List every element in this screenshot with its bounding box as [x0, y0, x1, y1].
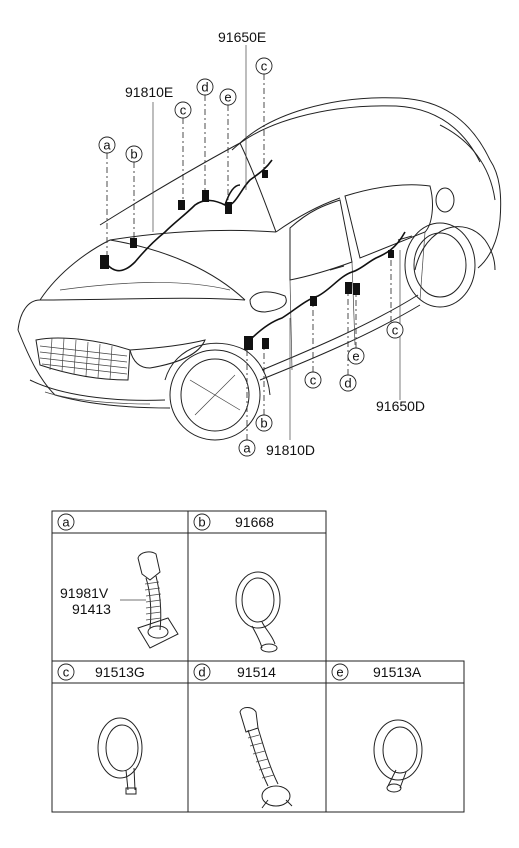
legend-header-e: e 91513A	[331, 663, 422, 681]
part-e-grommet-illustration	[373, 719, 423, 793]
callout-c-top-right: c	[255, 57, 273, 75]
legend-part-b: 91668	[235, 514, 274, 530]
callout-b-bottom: b	[255, 414, 273, 432]
svg-text:c: c	[63, 665, 70, 680]
svg-text:d: d	[344, 376, 351, 391]
callout-c-top-left: c	[174, 101, 192, 119]
wiring-harness	[100, 159, 406, 350]
svg-text:b: b	[130, 147, 137, 162]
svg-text:b: b	[198, 515, 205, 530]
svg-text:e: e	[352, 349, 359, 364]
callout-a-top: a	[98, 136, 116, 154]
svg-text:d: d	[201, 80, 208, 95]
legend-table	[51, 510, 465, 813]
svg-text:c: c	[180, 103, 187, 118]
callout-c-bottom-right: c	[386, 321, 404, 339]
car-illustration	[17, 97, 502, 441]
legend-subpart-91413: 91413	[72, 601, 111, 617]
legend-part-e: 91513A	[373, 664, 422, 680]
part-number-91650D: 91650D	[376, 398, 425, 414]
callout-a-bottom: a	[238, 439, 256, 457]
part-b-grommet-illustration	[235, 571, 281, 653]
legend-header-a: a	[57, 513, 75, 531]
part-number-91810D: 91810D	[266, 442, 315, 458]
svg-text:b: b	[260, 416, 267, 431]
svg-text:a: a	[62, 515, 70, 530]
svg-text:a: a	[243, 441, 251, 456]
svg-text:c: c	[261, 59, 268, 74]
legend-header-b: b 91668	[193, 513, 274, 531]
svg-text:c: c	[310, 373, 317, 388]
part-d-grommet-boot-illustration	[239, 707, 293, 809]
svg-text:a: a	[103, 138, 111, 153]
callout-d-top: d	[196, 78, 214, 96]
legend-part-c: 91513G	[95, 664, 145, 680]
callout-d-bottom: d	[339, 374, 357, 392]
svg-text:e: e	[336, 665, 343, 680]
svg-text:e: e	[224, 90, 231, 105]
legend-header-c: c 91513G	[57, 663, 145, 681]
part-a-grommet-boot-illustration	[137, 551, 179, 649]
legend-header-d: d 91514	[193, 663, 276, 681]
callout-c-bottom-left: c	[304, 371, 322, 389]
part-number-91650E: 91650E	[218, 29, 266, 45]
leader-lines	[106, 45, 401, 440]
svg-text:d: d	[198, 665, 205, 680]
legend-subpart-91981V: 91981V	[60, 585, 109, 601]
callout-e-top: e	[219, 88, 237, 106]
callout-b-top: b	[125, 145, 143, 163]
legend-part-d: 91514	[237, 664, 276, 680]
part-c-grommet-illustration	[97, 717, 143, 795]
svg-text:c: c	[392, 323, 399, 338]
callout-e-bottom: e	[347, 347, 365, 365]
part-number-91810E: 91810E	[125, 84, 173, 100]
